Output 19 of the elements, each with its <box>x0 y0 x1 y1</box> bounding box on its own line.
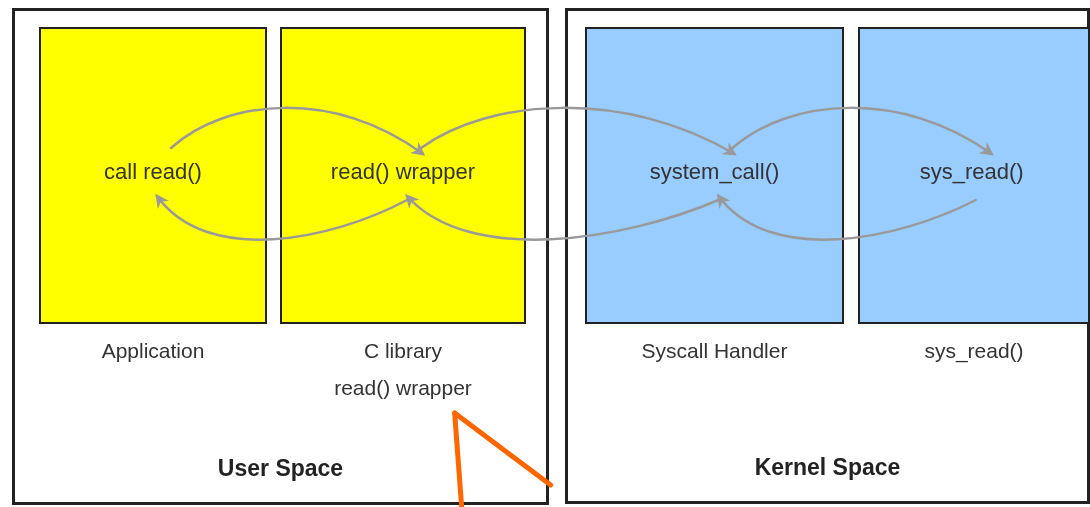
function-label: call read() <box>104 159 202 185</box>
region-title: User Space <box>217 455 344 481</box>
component-caption: Application <box>101 339 205 363</box>
region-panel <box>565 8 1090 504</box>
region-panel <box>12 8 549 505</box>
function-label: read() wrapper <box>330 159 476 185</box>
component-caption: read() wrapper <box>334 376 472 400</box>
component-caption: sys_read() <box>924 339 1024 363</box>
component-caption: C library <box>363 339 443 363</box>
arrow <box>155 193 409 241</box>
arrow <box>404 194 720 241</box>
arrow <box>169 106 426 156</box>
arrow <box>419 106 737 156</box>
component-caption: Syscall Handler <box>641 339 788 363</box>
function-label: sys_read() <box>919 159 1024 185</box>
function-label: system_call() <box>649 159 780 185</box>
arrow <box>731 106 994 156</box>
arrow <box>716 194 977 241</box>
region-title: Kernel Space <box>754 454 901 480</box>
